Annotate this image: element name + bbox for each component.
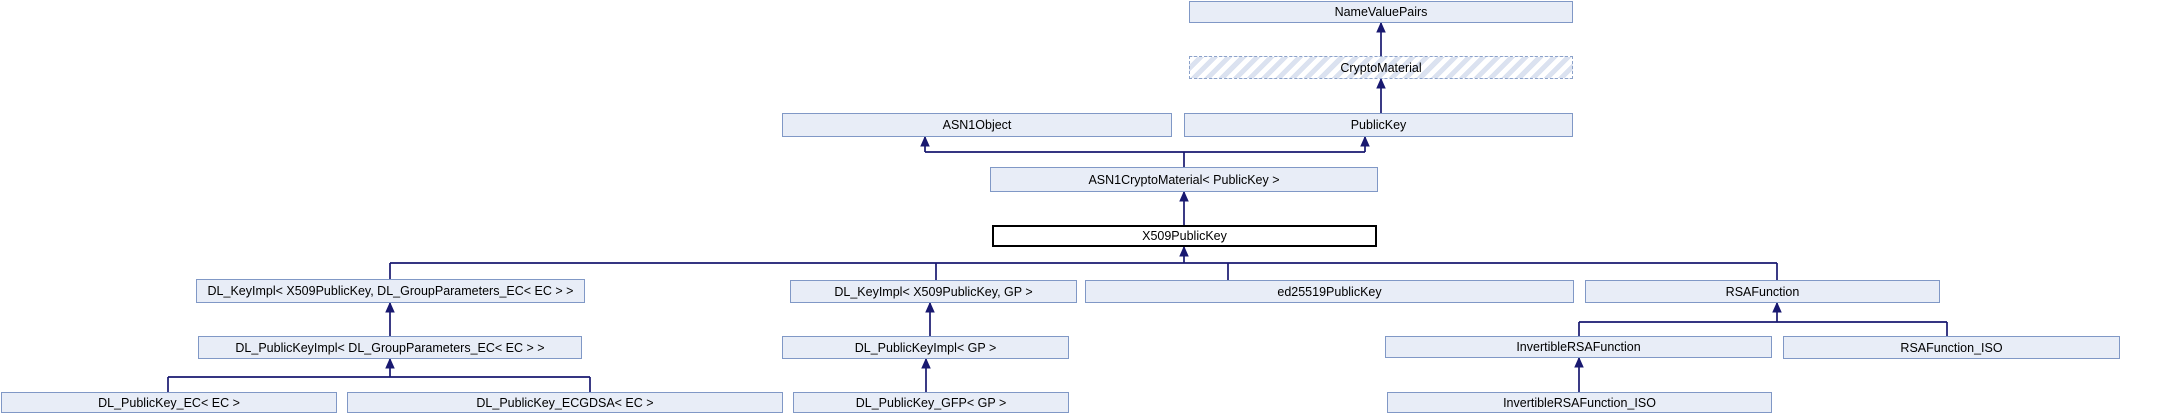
class-node-invertiblersafunction[interactable]: InvertibleRSAFunction	[1385, 336, 1772, 358]
class-node-x509publickey-focus: X509PublicKey	[992, 225, 1377, 247]
class-node-rsafunction[interactable]: RSAFunction	[1585, 280, 1940, 303]
class-node-publickey[interactable]: PublicKey	[1184, 113, 1573, 137]
class-node-dl-keyimpl-x509publickey-gp[interactable]: DL_KeyImpl< X509PublicKey, GP >	[790, 280, 1077, 303]
class-node-invertiblersafunction-iso[interactable]: InvertibleRSAFunction_ISO	[1387, 392, 1772, 413]
class-node-cryptomaterial[interactable]: CryptoMaterial	[1189, 56, 1573, 79]
class-node-dl-publickey-ec[interactable]: DL_PublicKey_EC< EC >	[1, 392, 337, 413]
class-node-rsafunction-iso[interactable]: RSAFunction_ISO	[1783, 336, 2120, 359]
class-node-dl-publickey-ecgdsa[interactable]: DL_PublicKey_ECGDSA< EC >	[347, 392, 783, 413]
edge-arrowheads	[385, 21, 1782, 369]
class-node-dl-publickeyimpl-dl-groupparameters-ec[interactable]: DL_PublicKeyImpl< DL_GroupParameters_EC<…	[198, 336, 582, 359]
class-node-asn1cryptomaterial-publickey[interactable]: ASN1CryptoMaterial< PublicKey >	[990, 167, 1378, 192]
class-node-dl-keyimpl-x509publickey-dl-groupparameters-ec[interactable]: DL_KeyImpl< X509PublicKey, DL_GroupParam…	[196, 279, 585, 303]
class-node-asn1object[interactable]: ASN1Object	[782, 113, 1172, 137]
class-node-namevaluepairs[interactable]: NameValuePairs	[1189, 1, 1573, 23]
class-node-dl-publickeyimpl-gp[interactable]: DL_PublicKeyImpl< GP >	[782, 336, 1069, 359]
class-node-dl-publickey-gfp[interactable]: DL_PublicKey_GFP< GP >	[793, 392, 1069, 413]
class-node-ed25519publickey[interactable]: ed25519PublicKey	[1085, 280, 1574, 303]
